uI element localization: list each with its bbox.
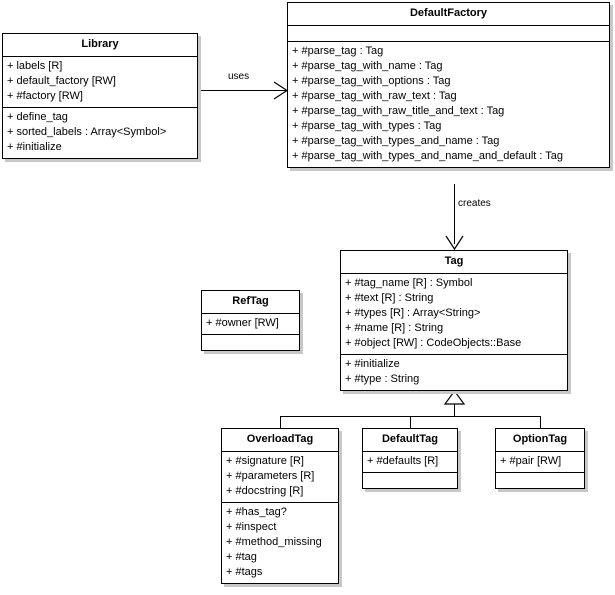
class-name-default-factory: DefaultFactory <box>288 3 609 26</box>
class-attributes-default-factory <box>288 26 609 42</box>
class-member: + #docstring [R] <box>226 485 304 497</box>
class-box-overload-tag[interactable]: OverloadTag + #signature [R] + #paramete… <box>221 428 339 584</box>
class-attributes-ref-tag: + #owner [RW] <box>202 314 299 335</box>
class-member: + #parse_tag_with_types_and_name : Tag <box>292 135 500 147</box>
class-methods-option-tag <box>496 473 584 488</box>
class-member: + #initialize <box>7 141 62 153</box>
class-member: + #text [R] : String <box>345 292 434 304</box>
class-member: + #method_missing <box>226 536 322 548</box>
class-member: + #parse_tag_with_types_and_name_and_def… <box>292 150 564 162</box>
class-name-tag: Tag <box>341 251 567 274</box>
class-name-option-tag: OptionTag <box>496 429 584 452</box>
edge-line-uses <box>198 90 287 91</box>
class-attributes-default-tag: + #defaults [R] <box>363 452 457 473</box>
edge-label-creates: creates <box>458 198 491 209</box>
class-attributes-option-tag: + #pair [RW] <box>496 452 584 473</box>
class-member: + #tag <box>226 551 257 563</box>
class-box-option-tag[interactable]: OptionTag + #pair [RW] <box>495 428 585 489</box>
class-member: + #parse_tag_with_types : Tag <box>292 120 442 132</box>
class-box-library[interactable]: Library + labels [R] + default_factory [… <box>2 33 198 159</box>
class-member: + #factory [RW] <box>7 90 83 102</box>
class-attributes-overload-tag: + #signature [R] + #parameters [R] + #do… <box>222 452 338 503</box>
class-box-default-factory[interactable]: DefaultFactory + #parse_tag : Tag + #par… <box>287 2 610 168</box>
class-member: + #pair [RW] <box>500 455 562 467</box>
class-member: + #parse_tag : Tag <box>292 45 384 57</box>
edge-label-uses: uses <box>228 71 250 82</box>
class-member: + #object [RW] : CodeObjects::Base <box>345 337 522 349</box>
class-member: + #tag_name [R] : Symbol <box>345 277 473 289</box>
class-member: + #parse_tag_with_options : Tag <box>292 75 451 87</box>
class-member: + #parse_tag_with_raw_text : Tag <box>292 90 457 102</box>
class-member: + default_factory [RW] <box>7 75 116 87</box>
edge-line-creates <box>454 184 455 244</box>
class-name-ref-tag: RefTag <box>202 291 299 314</box>
inheritance-triangle-icon <box>443 389 466 405</box>
class-member: + #initialize <box>345 358 400 370</box>
class-member: + #types [R] : Array<String> <box>345 307 481 319</box>
class-name-overload-tag: OverloadTag <box>222 429 338 452</box>
class-methods-default-tag <box>363 473 457 488</box>
class-member: + #tags <box>226 566 263 578</box>
class-member: + #parse_tag_with_name : Tag <box>292 60 443 72</box>
class-methods-overload-tag: + #has_tag? + #inspect + #method_missing… <box>222 503 338 583</box>
class-methods-tag: + #initialize + #type : String <box>341 355 567 390</box>
class-attributes-tag: + #tag_name [R] : Symbol + #text [R] : S… <box>341 274 567 355</box>
edge-arrowhead-creates <box>445 235 464 251</box>
class-box-default-tag[interactable]: DefaultTag + #defaults [R] <box>362 428 458 489</box>
class-member: + #defaults [R] <box>367 455 439 467</box>
class-member: + #name [R] : String <box>345 322 444 334</box>
class-attributes-library: + labels [R] + default_factory [RW] + #f… <box>3 57 197 108</box>
class-member: + sorted_labels : Array<Symbol> <box>7 126 167 138</box>
class-name-library: Library <box>3 34 197 57</box>
class-name-default-tag: DefaultTag <box>363 429 457 452</box>
inheritance-branch-default-tag <box>410 416 411 429</box>
class-box-ref-tag[interactable]: RefTag + #owner [RW] <box>201 290 300 351</box>
class-member: + define_tag <box>7 111 68 123</box>
class-methods-library: + define_tag + sorted_labels : Array<Sym… <box>3 108 197 158</box>
inheritance-stem <box>454 403 455 416</box>
inheritance-branch-option-tag <box>540 416 541 429</box>
class-methods-ref-tag <box>202 335 299 350</box>
class-member: + #parse_tag_with_raw_title_and_text : T… <box>292 105 505 117</box>
class-member: + labels [R] <box>7 60 63 72</box>
class-box-tag[interactable]: Tag + #tag_name [R] : Symbol + #text [R]… <box>340 250 568 391</box>
inheritance-branch-overload-tag <box>280 416 281 429</box>
class-member: + #has_tag? <box>226 506 287 518</box>
class-member: + #type : String <box>345 373 420 385</box>
class-member: + #signature [R] <box>226 455 304 467</box>
class-member: + #inspect <box>226 521 277 533</box>
class-member: + #parameters [R] <box>226 470 315 482</box>
class-methods-default-factory: + #parse_tag : Tag + #parse_tag_with_nam… <box>288 42 609 167</box>
class-member: + #owner [RW] <box>206 317 279 329</box>
